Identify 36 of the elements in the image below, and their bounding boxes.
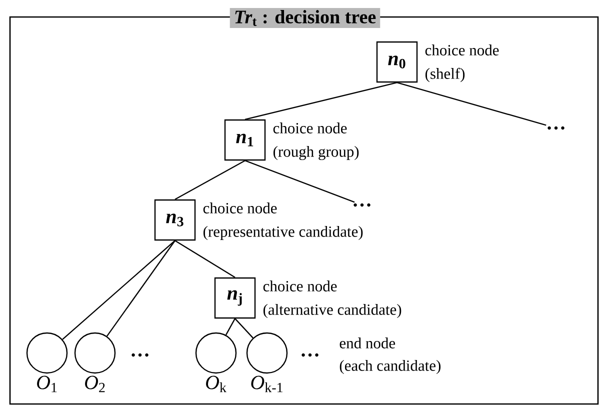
tree-edge bbox=[234, 318, 254, 338]
choice-node-box: n$_{3}$ bbox=[154, 199, 196, 241]
end-node-circle bbox=[74, 332, 116, 374]
node-caption: choice node bbox=[425, 44, 499, 56]
node-label: O$_{k}$ bbox=[206, 376, 226, 392]
node-label: O$_{2}$ bbox=[85, 376, 105, 392]
end-node-circle bbox=[26, 332, 68, 374]
title: Tr$_{t}$ : decision tree bbox=[230, 8, 380, 28]
ellipsis: … bbox=[302, 353, 318, 357]
end-node-caption: end node bbox=[340, 338, 396, 348]
tree-edge bbox=[174, 160, 246, 200]
node-caption: choice node bbox=[273, 122, 347, 134]
node-label: O$_{k-1}$ bbox=[251, 376, 282, 392]
end-node-circle bbox=[195, 332, 237, 374]
choice-node-box: n$_{1}$ bbox=[224, 119, 266, 161]
tree-edge bbox=[244, 82, 398, 120]
node-caption: (alternative candidate) bbox=[263, 304, 402, 318]
node-caption: (shelf) bbox=[425, 68, 465, 82]
node-caption: choice node bbox=[263, 280, 337, 292]
tree-edge bbox=[396, 82, 546, 126]
node-caption: choice node bbox=[203, 202, 277, 214]
node-caption: (representative candidate) bbox=[203, 226, 363, 240]
tree-edge bbox=[225, 318, 236, 336]
end-node-circle bbox=[246, 332, 288, 374]
ellipsis: … bbox=[354, 203, 370, 207]
ellipsis: … bbox=[132, 353, 148, 357]
end-node-caption: (each candidate) bbox=[340, 360, 440, 374]
node-label: O$_{1}$ bbox=[37, 376, 57, 392]
node-caption: (rough group) bbox=[273, 146, 359, 160]
choice-node-box: n$_{j}$ bbox=[214, 277, 256, 319]
tree-edge bbox=[174, 240, 236, 278]
tree-edge bbox=[106, 240, 176, 337]
tree-edge bbox=[244, 160, 355, 203]
choice-node-box: n$_{0}$ bbox=[376, 41, 418, 83]
tree-edge bbox=[62, 240, 176, 340]
ellipsis: … bbox=[548, 126, 564, 130]
